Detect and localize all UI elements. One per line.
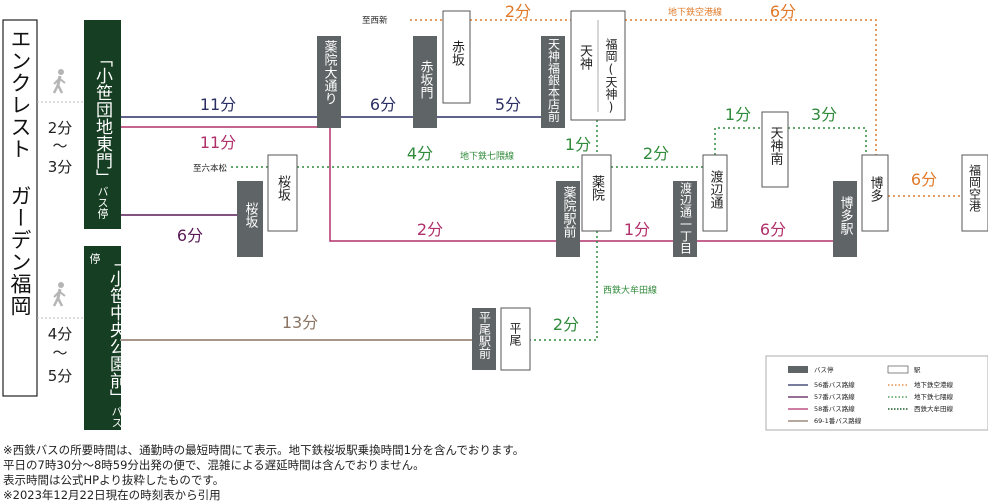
station-yakuin: 薬院 [581,154,612,232]
bus-stop-yakuin-odori-label: 薬院大通り [321,40,337,105]
bus-stop-tenjin-fukugin: 天神福銀本店前 [541,36,565,128]
omuta-line [530,231,598,341]
legend-bus58: 58番バス路線 [814,404,855,413]
bus-stop-hirao-ekimae-label: 平尾駅前 [477,311,492,359]
station-tenjin-minami-label: 天神南 [767,126,783,165]
station-hirao: 平尾 [500,307,531,371]
airport-line-label: 地下鉄空港線 [668,6,722,18]
bus-stop-hirao-ekimae: 平尾駅前 [472,308,496,370]
legend-airport: 地下鉄空港線 [914,380,954,389]
origin-box [2,19,38,397]
bus-stop-watanabe-itchome-label: 渡辺通一丁目 [678,182,693,254]
bus-stop-yakuin-ekimae-label: 薬院駅前 [560,186,576,238]
time-airport-3: 6分 [911,170,937,189]
destination-nishijin: 至西新 [362,15,388,26]
legend-station: 駅 [914,366,921,374]
station-fukuoka-airport-label: 福岡空港 [967,164,982,212]
walk-time-1-mid: ～ [52,137,67,155]
time-bus58-4: 6分 [760,220,786,239]
legend-station-swatch [887,365,909,374]
bus-stop-kozasa-danchi-suffix: バス停 [96,186,109,219]
legend-nanakuma: 地下鉄七隈線 [914,392,954,401]
walk-time-1-top: 2分 [48,119,73,137]
bus-stop-kozasa-danchi [84,20,121,229]
station-yakuin-label: 薬院 [589,175,604,201]
station-akasaka-label: 赤坂 [449,40,464,66]
bus-stop-watanabe-itchome: 渡辺通一丁目 [673,181,697,257]
station-hakata-label: 博多 [867,176,883,202]
bus-stop-akasakamon-label: 赤坂門 [417,60,433,99]
bus-stop-kozasa-danchi-label-wrap: 「小笹団地東門」バス停 [92,50,112,219]
time-bus57: 6分 [177,226,203,245]
station-watanabe-dori: 渡辺通 [702,154,728,232]
legend-bus57: 57番バス路線 [814,392,855,401]
bus-stop-akasakamon: 赤坂門 [413,36,437,128]
bus-stop-hakata-eki: 博多駅 [833,181,857,257]
time-nanakuma-4: 3分 [811,105,837,124]
time-nanakuma-2: 2分 [643,144,669,163]
station-watanabe-dori-label: 渡辺通 [707,170,723,209]
time-bus56-3: 5分 [495,95,521,114]
footnote-2: 平日の7時30分～8時59分出発の便で、混雑による遅延時間は含んでおりません。 [3,458,425,472]
legend-bus56: 56番バス路線 [814,380,855,389]
time-nanakuma-5: 1分 [565,135,591,154]
station-fukuoka-airport: 福岡空港 [961,154,988,232]
omuta-line-label: 西鉄大牟田線 [603,284,657,296]
station-hakata: 博多 [861,154,889,232]
station-sakurazaka-label: 桜坂 [275,175,290,201]
walk-time-2-bot: 5分 [48,367,73,385]
time-bus56-2: 6分 [370,95,396,114]
footnote-3: 表示時間は公式HPより抜粋したものです。 [3,473,225,487]
station-fukuoka-tenjin-label: 福岡(天神) [604,38,618,114]
bus-stop-kozasa-danchi-name: 「小笹団地東門」 [92,50,112,186]
station-sakurazaka: 桜坂 [267,154,298,232]
time-airport-1: 2分 [505,2,531,21]
bus-stop-sakurazaka: 桜坂 [237,181,263,257]
time-airport-2: 6分 [770,2,796,21]
walk-time-1-bot: 3分 [48,158,73,176]
airport-line-segment-2 [625,19,877,155]
time-bus69: 13分 [282,313,318,332]
station-akasaka: 赤坂 [442,10,471,104]
footnote-1: ※西鉄バスの所要時間は、通勤時の最短時間にて表示。地下鉄桜坂駅乗換時間1分を含ん… [3,443,525,457]
legend-bus69: 69-1番バス路線 [814,416,862,425]
bus-stop-yakuin-ekimae: 薬院駅前 [556,181,580,257]
bus-stop-yakuin-odori: 薬院大通り [317,36,341,128]
walker-icon [52,282,66,307]
bus-stop-kozasa-chuo-suffix: バス停 [88,253,121,428]
time-bus56-1: 11分 [200,95,236,114]
time-bus58-1: 11分 [200,133,236,152]
time-omuta: 2分 [553,315,579,334]
legend-bus-stop-swatch [788,366,808,373]
origin-label: エンクレスト ガーデン福岡 [8,28,32,317]
station-hirao-label: 平尾 [508,322,522,346]
legend: バス停 駅 56番バス路線 57番バス路線 58番バス路線 69-1番バス路線 … [765,355,988,431]
bus-stop-tenjin-fukugin-label: 天神福銀本店前 [546,38,561,122]
time-bus58-3: 1分 [624,220,650,239]
bus-stop-hakata-eki-label: 博多駅 [837,196,853,235]
footnote-4: ※2023年12月22日現在の時刻表から引用 [3,488,221,502]
station-tenjin-label: 天神 [577,44,592,70]
bus-stop-kozasa-chuo [84,246,121,430]
legend-omuta: 西鉄大牟田線 [914,404,954,413]
bus-stop-kozasa-chuo-label-wrap: 「小笹中央公園前」バス停 [88,253,121,428]
origin-label-wrap: エンクレスト ガーデン福岡 [8,28,32,317]
station-tenjin: 天神 福岡(天神) [570,10,626,121]
bus58-line [121,126,855,242]
legend-bus-stop: バス停 [814,365,834,374]
walk-time-2-top: 4分 [48,325,73,343]
bus-stop-sakurazaka-label: 桜坂 [242,202,258,228]
time-bus58-2: 2分 [417,220,443,239]
destination-ropponmatsu: 至六本松 [193,163,228,174]
time-nanakuma-1: 4分 [407,144,433,163]
walker-icon [52,69,66,94]
time-nanakuma-3: 1分 [725,105,751,124]
nanakuma-line-3 [714,127,762,155]
station-tenjin-minami: 天神南 [761,111,789,188]
nanakuma-line-4 [788,127,867,155]
nanakuma-line-label: 地下鉄七隈線 [460,150,514,162]
walk-time-2-mid: ～ [52,344,67,362]
bus-stop-kozasa-chuo-name: 「小笹中央公園前」 [106,253,121,406]
